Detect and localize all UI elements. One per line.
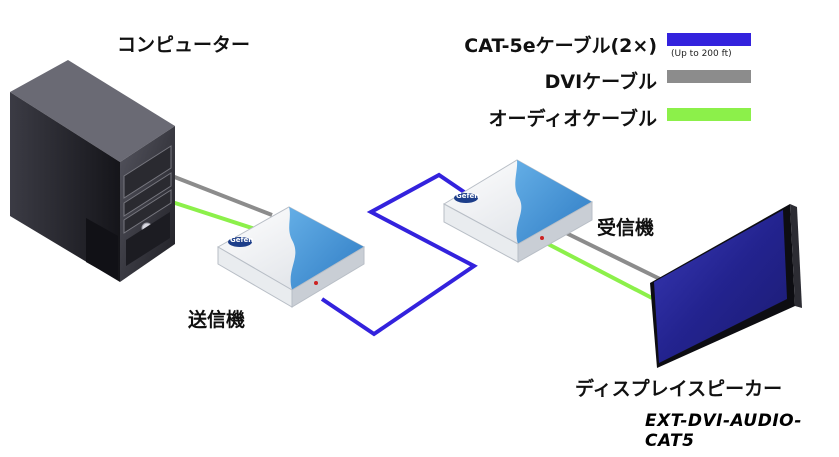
legend-label-cat5: CAT-5eケーブル(2×) — [464, 35, 657, 57]
computer-tower-icon — [10, 60, 175, 282]
display-monitor-icon — [650, 204, 802, 368]
legend-sublabel-cat5: (Up to 200 ft) — [671, 49, 732, 59]
receiver-label: 受信機 — [597, 217, 655, 239]
computer-label: コンピューター — [117, 34, 251, 56]
legend-swatch-cat5 — [667, 33, 751, 46]
receiver-logo: Gefen — [456, 192, 480, 200]
display-label: ディスプレイスピーカー — [575, 378, 783, 400]
legend-swatch-dvi — [667, 70, 751, 83]
legend-label-dvi: DVIケーブル — [544, 71, 657, 93]
legend-swatch-audio — [667, 108, 751, 121]
transmitter-label: 送信機 — [188, 309, 246, 331]
legend-label-audio: オーディオケーブル — [488, 108, 657, 130]
audio-cable-pc — [171, 200, 259, 232]
dvi-cable-display — [559, 228, 661, 281]
audio-cable-display — [547, 242, 653, 300]
dvi-cable-pc — [171, 174, 273, 217]
transmitter-logo: Gefen — [230, 236, 254, 244]
cat5-cable — [320, 172, 478, 337]
model-number: EXT-DVI-AUDIO-CAT5 — [645, 411, 802, 451]
transmitter-device-icon — [216, 206, 366, 308]
receiver-device-icon — [442, 159, 594, 263]
